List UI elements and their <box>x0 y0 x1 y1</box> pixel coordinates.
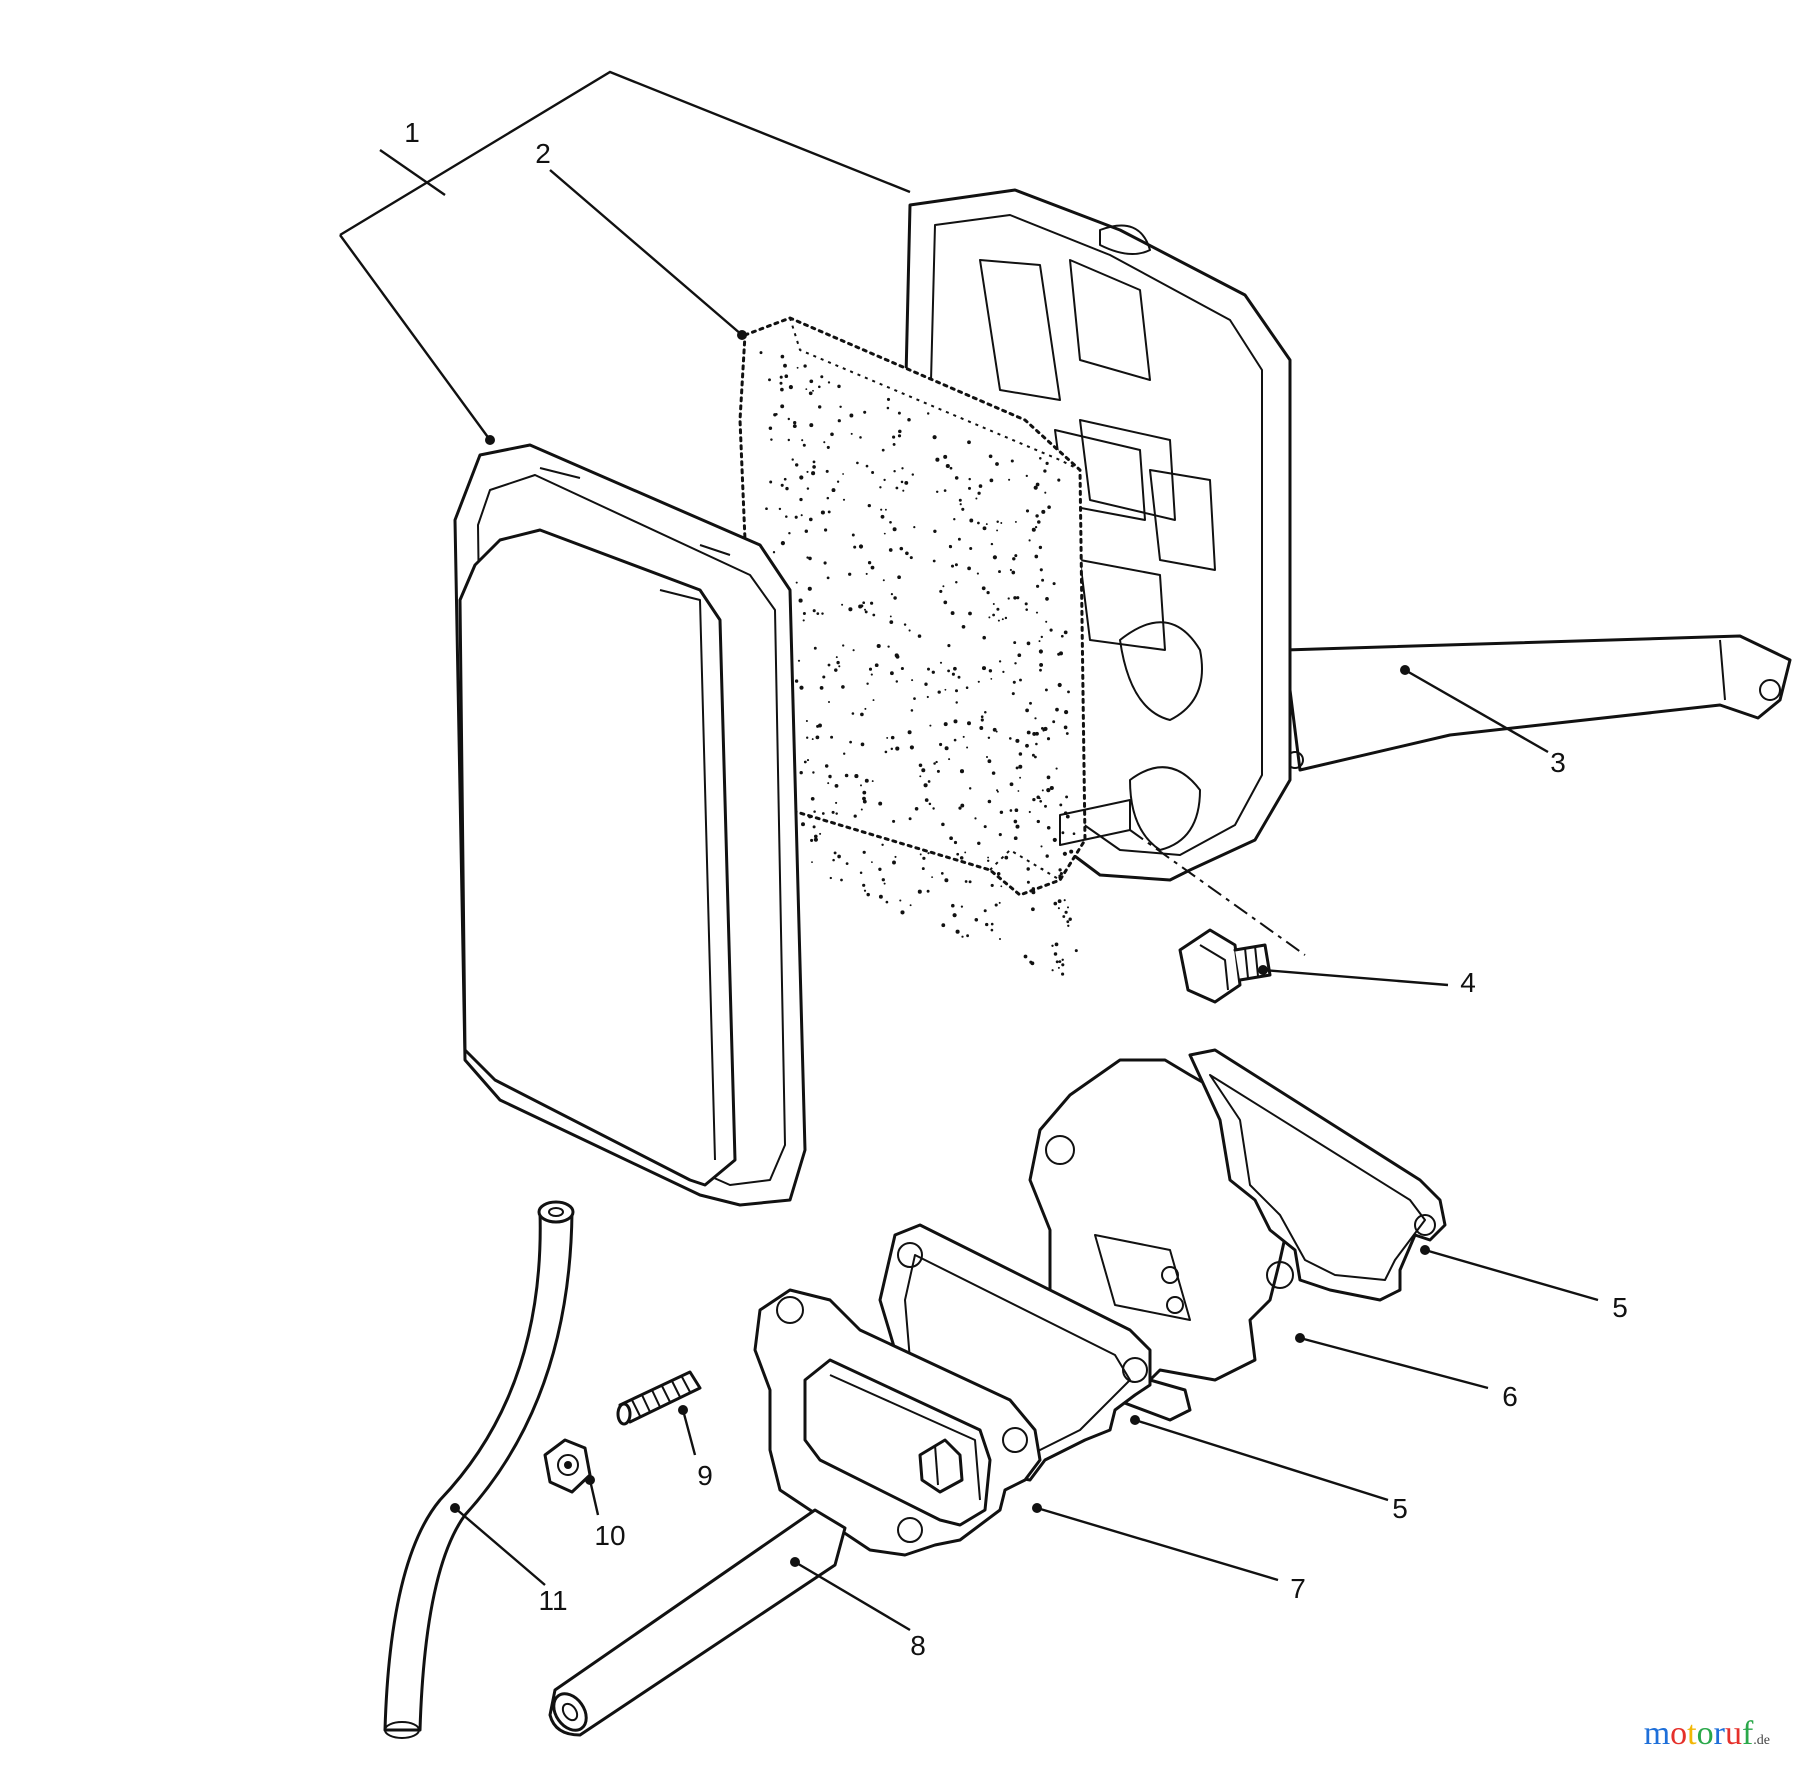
breather-cover <box>753 1288 1042 1557</box>
callout-11: 11 <box>538 1585 567 1616</box>
watermark-logo: motoruf.de <box>1644 1715 1770 1753</box>
hex-bolt <box>1178 928 1272 1004</box>
callout-5-lower: 5 <box>1392 1493 1408 1524</box>
callout-8: 8 <box>910 1630 926 1661</box>
gasket-upper <box>1188 1048 1447 1302</box>
air-cleaner-cover <box>453 443 807 1207</box>
leader-lines <box>339 70 1599 1632</box>
callout-3: 3 <box>1550 747 1566 778</box>
callout-5-upper: 5 <box>1612 1292 1628 1323</box>
callout-7: 7 <box>1290 1573 1306 1604</box>
breather-tube <box>548 1508 847 1737</box>
callout-10: 10 <box>594 1520 625 1551</box>
callout-9: 9 <box>697 1460 713 1491</box>
watermark-tld: .de <box>1753 1733 1770 1748</box>
callout-2: 2 <box>535 138 551 169</box>
leader-dots <box>450 330 1430 1567</box>
callout-4: 4 <box>1460 967 1476 998</box>
callout-1: 1 <box>404 117 420 148</box>
stud <box>616 1370 702 1426</box>
foam-texture <box>759 351 1078 976</box>
callout-6: 6 <box>1502 1381 1518 1412</box>
hex-nut <box>543 1438 592 1494</box>
hose <box>383 1200 575 1739</box>
watermark-name: motoruf <box>1643 1715 1754 1752</box>
